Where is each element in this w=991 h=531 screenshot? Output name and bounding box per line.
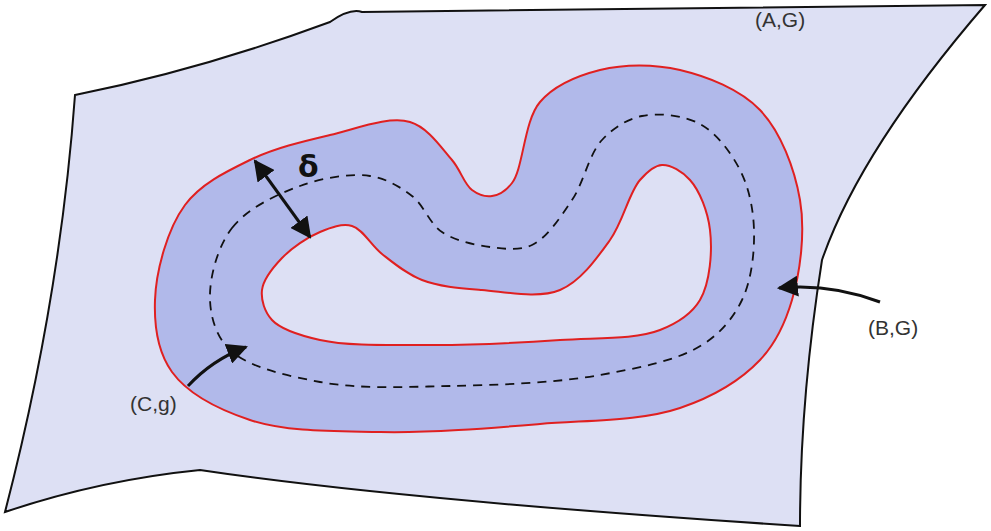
band-label: (B,G) bbox=[868, 316, 918, 339]
core-curve bbox=[210, 115, 754, 388]
tubular-band bbox=[155, 65, 802, 432]
band-inner-boundary bbox=[262, 165, 711, 345]
band-outer-boundary bbox=[155, 65, 802, 432]
leader-line bbox=[188, 347, 246, 386]
surface-sheet bbox=[5, 5, 985, 526]
curve-label: (C,g) bbox=[130, 392, 177, 415]
surface-label: (A,G) bbox=[755, 8, 805, 31]
leader-line bbox=[779, 287, 880, 302]
width-label: δ bbox=[298, 150, 319, 183]
